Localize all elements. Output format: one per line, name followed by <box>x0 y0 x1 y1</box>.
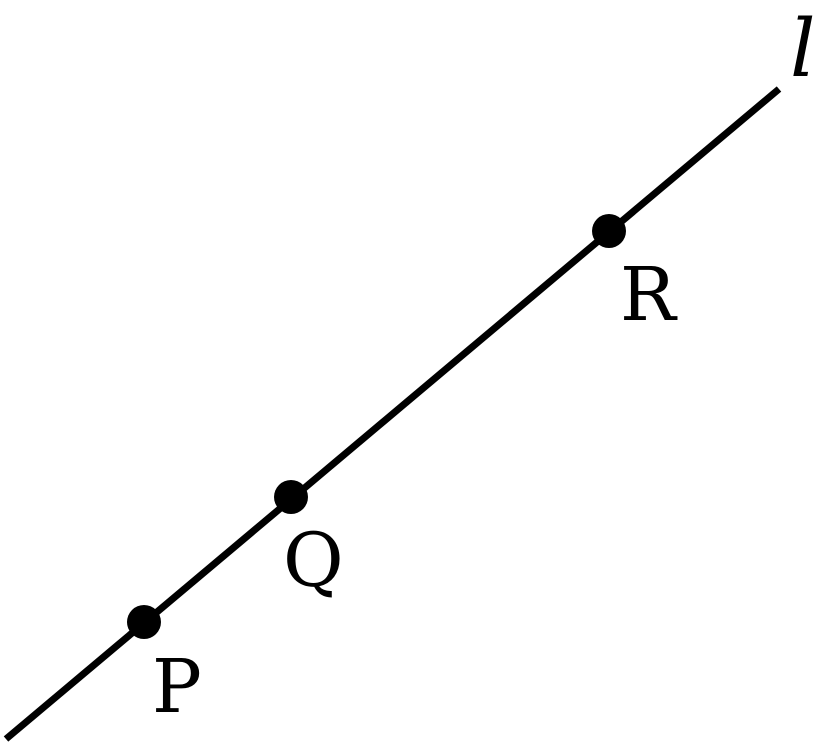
line-l-label: l <box>790 2 816 95</box>
point-r-label: R <box>620 252 678 338</box>
point-q-dot <box>274 480 308 514</box>
point-r-dot <box>592 214 626 248</box>
line-l <box>3 86 782 742</box>
point-p-label: P <box>152 644 202 730</box>
point-q-label: Q <box>283 518 344 604</box>
point-p-dot <box>127 605 161 639</box>
